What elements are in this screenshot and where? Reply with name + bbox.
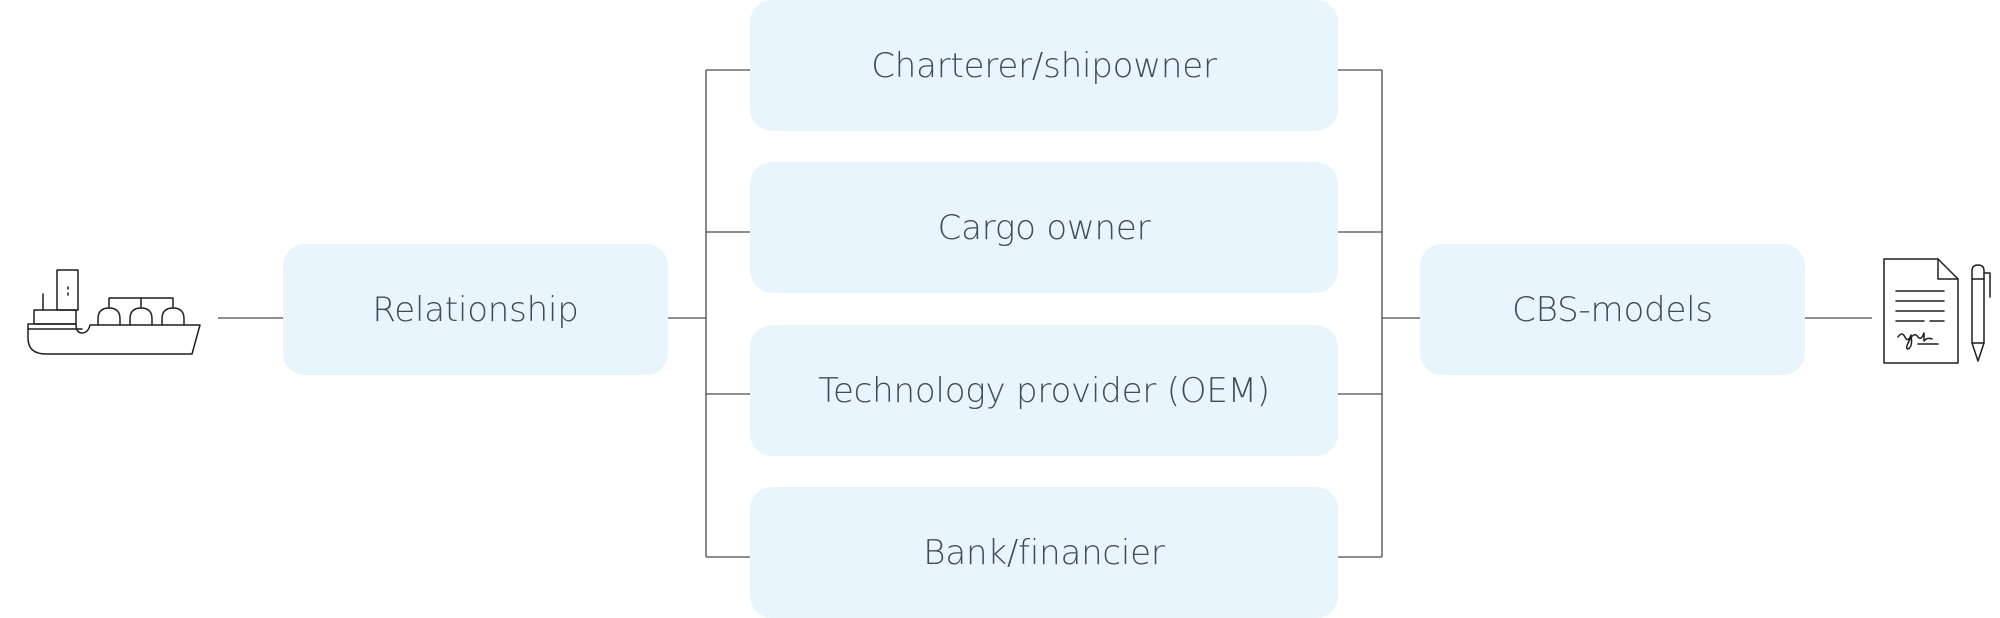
signed-contract-icon [1878, 255, 1998, 367]
stakeholder-label: Technology provider (OEM) [818, 370, 1270, 411]
relationship-label: Relationship [372, 289, 579, 330]
cbs-models-label: CBS-models [1512, 289, 1713, 330]
stakeholder-box-charterer: Charterer/shipowner [750, 0, 1338, 131]
stakeholder-label: Charterer/shipowner [871, 45, 1217, 86]
stakeholder-label: Cargo owner [937, 207, 1151, 248]
relationship-box: Relationship [283, 244, 668, 375]
stakeholder-box-bank: Bank/financier [750, 487, 1338, 618]
stakeholder-label: Bank/financier [923, 532, 1165, 573]
cbs-models-box: CBS-models [1420, 244, 1805, 375]
stakeholder-box-cargo-owner: Cargo owner [750, 162, 1338, 293]
stakeholder-box-technology-provider: Technology provider (OEM) [750, 325, 1338, 456]
ship-icon [24, 266, 204, 360]
